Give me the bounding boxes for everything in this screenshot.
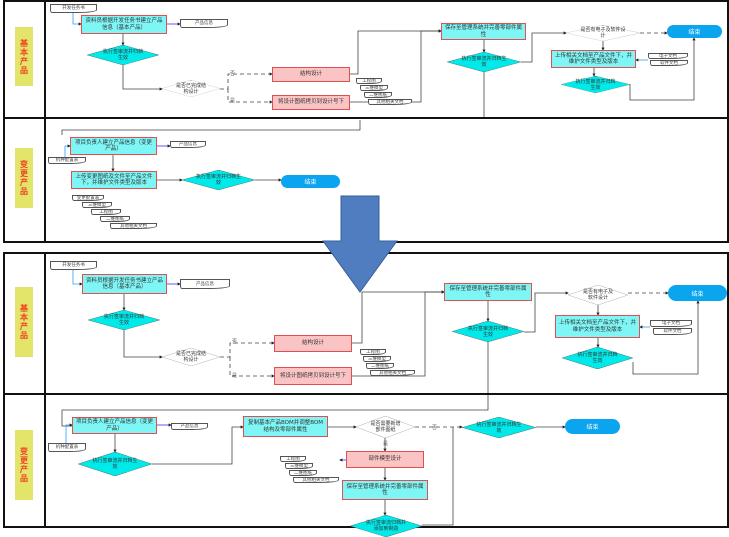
decision-need-new-drawings: 是否需要新增部件图纸 <box>356 416 415 438</box>
lane-divider <box>3 393 729 395</box>
label-yes: 是 <box>230 98 236 104</box>
step-approve-3-label: 执行签审流并归档生效 <box>575 78 616 91</box>
lane-label-variant: 变更产品 <box>15 148 33 208</box>
step-upload-variant-docs: 上传变更图纸及文件至产品文件下，并维护文件类型及版本 <box>71 171 157 189</box>
step-upload-docs: 上传相关文档至产品文件下，并维护文件类型及版本 <box>555 315 640 338</box>
step-structure-design: 结构设计 <box>274 335 352 352</box>
decision-has-electronics: 是否有电子及软件设计 <box>566 25 640 41</box>
step-variant-approve-2-label: 执行签审流并归档生效 <box>476 421 522 434</box>
step-part-model-design: 部件模型设计 <box>346 451 424 468</box>
decision-structure-done: 是否已完成结构设计 <box>162 80 220 97</box>
step-copy-bom: 复制基本产品BOM并调整BOM结构及零部件属性 <box>243 416 328 437</box>
doc-stack-item: 三维模型 <box>285 463 313 469</box>
step-approve-1-label: 执行签审流并归档生效 <box>102 49 143 61</box>
doc-product-info: 产品信息 <box>170 141 206 148</box>
step-approve-1-label: 执行签审流并归档生效 <box>103 314 144 326</box>
step-approve-2: 执行签审流并归档生效 <box>452 321 524 342</box>
end-terminal: 结束 <box>565 419 620 434</box>
step-approve-3-label: 执行签审流并归档生效 <box>577 352 618 364</box>
doc-stack-item: 其他相关文档 <box>110 223 157 229</box>
label-no: 否 <box>232 339 238 345</box>
decision-label: 是否需要新增部件图纸 <box>370 421 401 433</box>
end-terminal: 结束 <box>281 175 340 188</box>
transition-down-arrow-icon <box>322 195 398 293</box>
doc-stack-item: 其他相关文档 <box>370 370 415 376</box>
doc-config-table: 机种配置表 <box>48 443 86 452</box>
decision-label: 是否有电子及软件设计 <box>580 27 626 39</box>
label-yes: 是 <box>232 373 238 379</box>
doc-stack-item: 工程图 <box>280 456 306 462</box>
step-approve-3: 执行签审流并归档生效 <box>561 76 630 93</box>
doc-software: 软件文档 <box>650 60 688 66</box>
step-variant-approve-1: 执行签审流并归档生效 <box>78 452 152 476</box>
doc-stack-item: 二维图纸 <box>289 470 317 476</box>
doc-product-info: 产品信息 <box>171 423 208 430</box>
lane-header-divider <box>44 252 46 528</box>
doc-product-info: 产品信息 <box>180 279 230 289</box>
doc-stack-item: 变更配置表 <box>72 195 104 201</box>
step-create-basic-product: 资料员根据开发任务书建立产品信息（基本产品） <box>81 15 167 34</box>
doc-electronic: 电子文档 <box>650 320 692 327</box>
lane-divider <box>3 117 729 119</box>
step-copy-drawings: 将设计图纸拷贝到设计号下 <box>272 95 350 110</box>
doc-stack-item: 其他相关文档 <box>368 99 412 105</box>
step-variant-approve-1-label: 执行签审流并归档生效 <box>92 458 138 470</box>
step-variant-approve-2: 执行签审流并归档生效 <box>462 417 536 438</box>
doc-stack-item: 工程图 <box>360 349 386 355</box>
decision-has-electronics: 是否有电子及软件设计 <box>568 285 628 305</box>
decision-label: 是否已完成结构设计 <box>176 351 207 363</box>
doc-electronic: 电子文档 <box>648 53 688 59</box>
step-create-basic-product: 资料员根据开发任务书建立产品信息（基本产品） <box>82 274 167 294</box>
decision-label: 是否已完成结构设计 <box>176 82 207 95</box>
doc-software: 软件文档 <box>653 328 692 335</box>
doc-stack-item: 三维模型 <box>363 356 391 362</box>
decision-label: 是否有电子及软件设计 <box>582 289 613 301</box>
doc-stack-item: 二维图纸 <box>366 363 394 369</box>
doc-stack-item: 其他相关文档 <box>293 477 339 483</box>
step-create-variant-product: 项目负责人建立产品信息（变更产品） <box>70 137 157 155</box>
step-save-variant-attributes: 保存至管理系统并完善零部件属性 <box>342 480 428 500</box>
step-variant-approve-label: 执行签审流并归档生效 <box>196 174 242 186</box>
step-copy-drawings: 将设计图纸拷贝到设计号下 <box>274 367 352 385</box>
lane-label-basic: 基本产品 <box>15 287 33 357</box>
step-variant-approve-3: 执行签审流归档并添加到制造 <box>350 515 422 537</box>
step-approve-2: 执行签审流并归档生效 <box>447 52 521 72</box>
doc-stack-item: 二维图纸 <box>100 216 130 222</box>
end-terminal: 结束 <box>667 25 722 38</box>
step-upload-docs: 上传相关文档至产品文件下，并维护文件类型及版本 <box>551 50 636 68</box>
lane-label-variant: 变更产品 <box>15 430 33 500</box>
step-approve-3: 执行签审流并归档生效 <box>562 347 633 369</box>
step-approve-1: 执行签审流并归档生效 <box>88 310 160 330</box>
step-variant-approve-3-label: 执行签审流归档并添加到制造 <box>365 520 406 532</box>
doc-dev-task: 开发任务书 <box>50 261 97 270</box>
label-no: 否 <box>432 425 438 431</box>
decision-structure-done: 是否已完成结构设计 <box>162 348 220 366</box>
doc-stack-item: 工程图 <box>91 209 121 215</box>
step-save-attributes: 保存至管理系统并完善零部件属性 <box>444 283 532 301</box>
step-approve-1: 执行签审流并归档生效 <box>87 45 159 65</box>
step-save-attributes: 保存至管理系统并完善零部件属性 <box>441 23 526 40</box>
doc-stack-item: 二维图纸 <box>364 92 392 98</box>
step-approve-2-label: 执行签审流并归档生效 <box>467 325 508 338</box>
end-terminal: 结束 <box>668 285 727 301</box>
step-approve-2-label: 执行签审流并归档生效 <box>461 56 507 68</box>
label-no: 否 <box>230 71 236 77</box>
doc-config-table: 机种配置表 <box>48 157 86 164</box>
lane-header-divider <box>44 0 46 243</box>
doc-product-info: 产品信息 <box>180 19 228 28</box>
doc-stack-item: 三维模型 <box>360 85 388 91</box>
step-create-variant-product: 项目负责人建立产品信息（变更产品） <box>72 417 157 434</box>
doc-dev-task: 开发任务书 <box>50 4 97 13</box>
step-structure-design: 结构设计 <box>272 67 350 82</box>
lane-label-basic: 基本产品 <box>15 27 33 86</box>
label-yes: 是 <box>383 441 389 447</box>
doc-stack-item: 工程图 <box>356 78 382 84</box>
step-variant-approve: 执行签审流并归档生效 <box>182 170 255 190</box>
doc-stack-item: 三维模型 <box>82 202 112 208</box>
